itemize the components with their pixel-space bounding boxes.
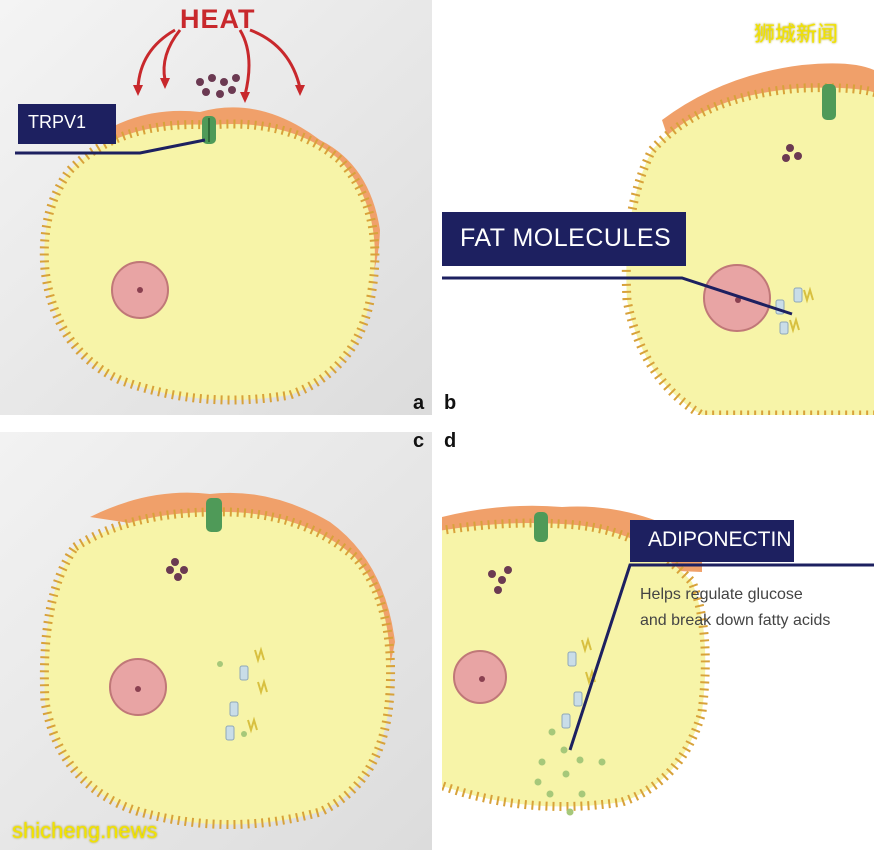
capsaicin-molecules bbox=[782, 144, 802, 162]
adiponectin-molecules bbox=[534, 728, 606, 816]
panel-c-illustration bbox=[0, 432, 432, 850]
heat-label: HEAT bbox=[180, 4, 256, 34]
panel-d-illustration bbox=[442, 432, 874, 850]
panel-letter-a: a bbox=[413, 392, 425, 414]
heat-arrows bbox=[136, 28, 302, 96]
panel-b-illustration bbox=[442, 0, 874, 415]
panel-c bbox=[0, 432, 432, 850]
adiponectin-leader-line bbox=[568, 563, 874, 751]
panel-d: ADIPONECTIN Helps regulate glucose and b… bbox=[442, 432, 874, 850]
panel-letter-c: c bbox=[413, 430, 425, 452]
fat-molecules-label: FAT MOLECULES bbox=[442, 212, 686, 266]
watermark-chinese: 狮城新闻 bbox=[754, 22, 838, 46]
adiponectin-description-line1: Helps regulate glucose bbox=[640, 586, 803, 603]
panel-a: HEAT TRPV1 bbox=[0, 0, 432, 415]
panel-letter-b: b bbox=[444, 392, 457, 414]
panel-b: FAT MOLECULES bbox=[442, 0, 874, 415]
trpv1-label: TRPV1 bbox=[18, 104, 116, 144]
fat-leader-line bbox=[442, 276, 793, 316]
capsaicin-molecules bbox=[196, 74, 240, 98]
capsaicin-molecules bbox=[166, 558, 188, 581]
trpv1-channel bbox=[534, 512, 548, 542]
trpv1-leader-line bbox=[15, 138, 206, 155]
fat-molecules bbox=[561, 651, 583, 729]
trpv1-channel bbox=[822, 84, 836, 120]
capsaicin-molecules bbox=[488, 566, 512, 594]
adiponectin-label: ADIPONECTIN bbox=[630, 520, 794, 562]
trpv1-channel bbox=[206, 498, 222, 532]
watermark-site: shicheng.news bbox=[12, 818, 158, 843]
panel-a-illustration bbox=[0, 0, 432, 415]
panel-letter-d: d bbox=[444, 430, 457, 452]
cell-membrane bbox=[621, 83, 874, 415]
cell-membrane bbox=[39, 507, 396, 829]
adiponectin-description-line2: and break down fatty acids bbox=[640, 612, 831, 629]
cell-membrane bbox=[39, 119, 380, 405]
fat-molecules bbox=[225, 665, 249, 741]
